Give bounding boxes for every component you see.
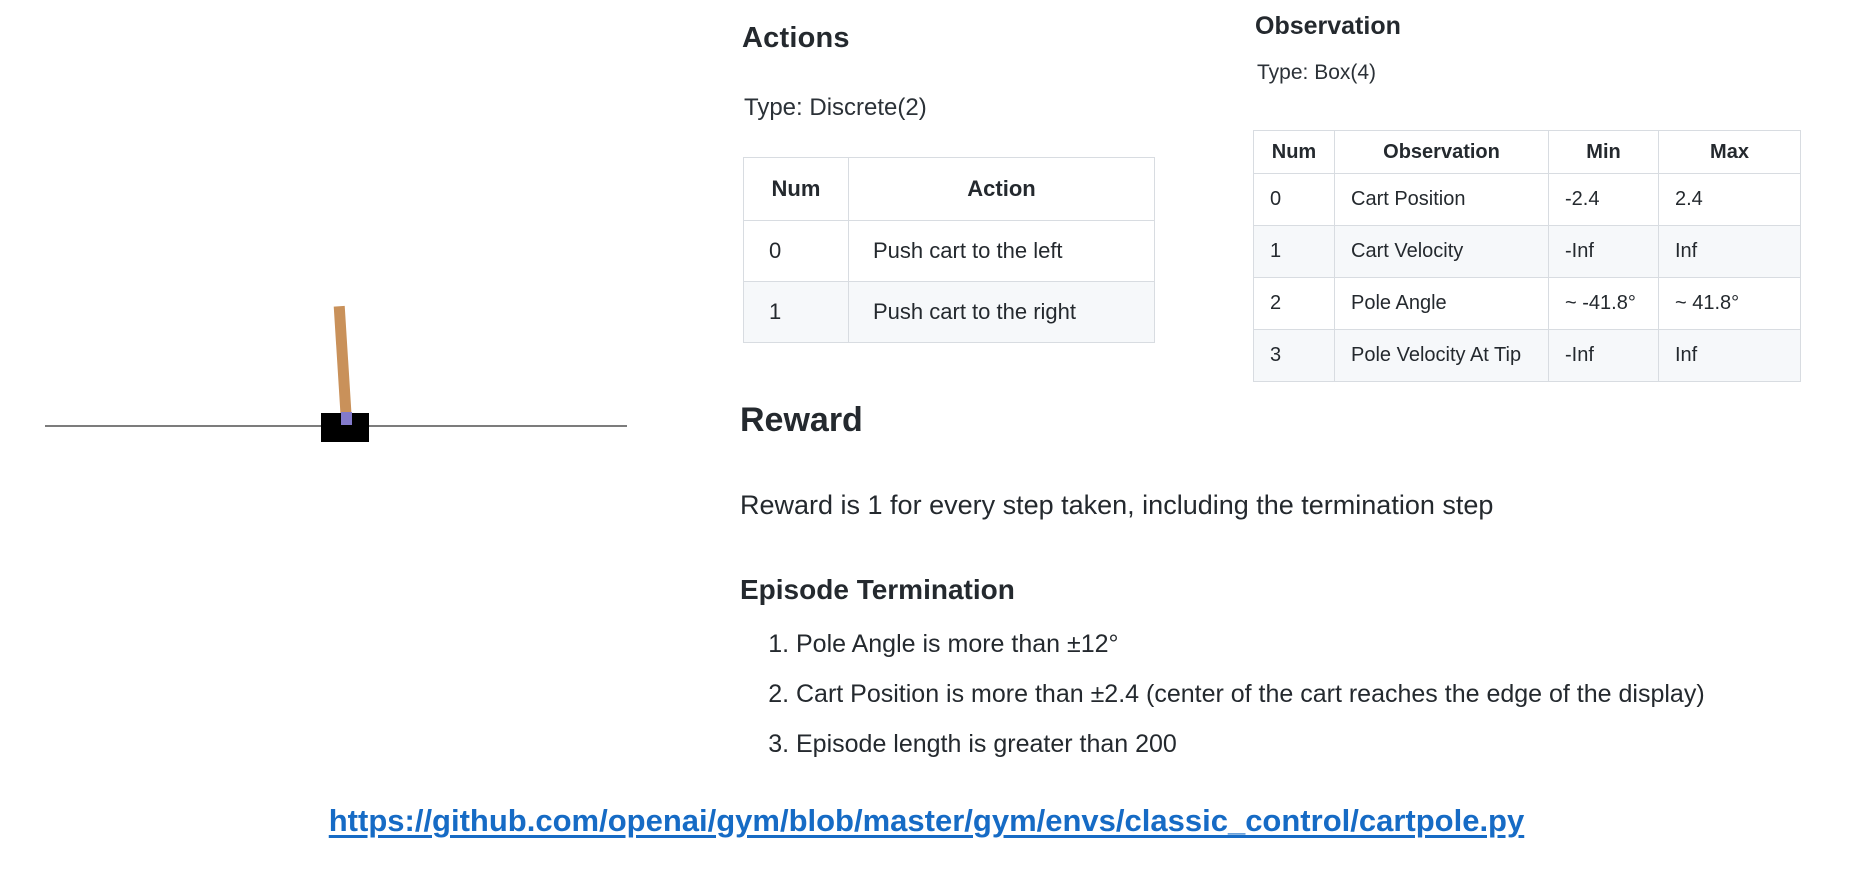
observation-header-observation: Observation <box>1334 130 1549 174</box>
cartpole-render <box>0 0 700 500</box>
observation-cell-num: 2 <box>1253 277 1335 330</box>
observation-cell-max: Inf <box>1658 329 1801 382</box>
actions-cell-action: Push cart to the right <box>848 281 1155 343</box>
observation-cell-num: 1 <box>1253 225 1335 278</box>
cartpole-axle <box>341 412 352 425</box>
actions-heading: Actions <box>742 22 850 54</box>
observation-cell-max: 2.4 <box>1658 173 1801 226</box>
observation-table-header-row: Num Observation Min Max <box>1253 130 1801 174</box>
actions-table-header-row: Num Action <box>743 157 1155 221</box>
reward-heading: Reward <box>740 401 863 439</box>
actions-cell-num: 1 <box>743 281 849 343</box>
observation-cell-num: 3 <box>1253 329 1335 382</box>
observation-cell-name: Pole Velocity At Tip <box>1334 329 1549 382</box>
cartpole-pole <box>333 305 352 423</box>
observation-cell-min: -2.4 <box>1548 173 1659 226</box>
actions-table: Num Action 0 Push cart to the left 1 Pus… <box>743 157 1155 343</box>
observation-header-num: Num <box>1253 130 1335 174</box>
github-cartpole-link[interactable]: https://github.com/openai/gym/blob/maste… <box>328 803 1525 838</box>
reward-text: Reward is 1 for every step taken, includ… <box>740 490 1494 520</box>
observation-type-label: Type: Box(4) <box>1257 61 1377 84</box>
actions-type-label: Type: Discrete(2) <box>744 94 927 121</box>
observation-cell-min: -Inf <box>1548 329 1659 382</box>
observation-cell-name: Cart Velocity <box>1334 225 1549 278</box>
observation-table-row: 1 Cart Velocity -Inf Inf <box>1253 225 1801 278</box>
observation-cell-name: Pole Angle <box>1334 277 1549 330</box>
observation-cell-max: Inf <box>1658 225 1801 278</box>
actions-cell-action: Push cart to the left <box>848 220 1155 282</box>
actions-table-row: 0 Push cart to the left <box>743 220 1155 282</box>
observation-table-row: 0 Cart Position -2.4 2.4 <box>1253 173 1801 226</box>
observation-cell-max: ~ 41.8° <box>1658 277 1801 330</box>
observation-table-row: 3 Pole Velocity At Tip -Inf Inf <box>1253 329 1801 382</box>
observation-cell-num: 0 <box>1253 173 1335 226</box>
episode-termination-list: Pole Angle is more than ±12° Cart Positi… <box>744 630 1705 780</box>
observation-cell-min: ~ -41.8° <box>1548 277 1659 330</box>
observation-table-row: 2 Pole Angle ~ -41.8° ~ 41.8° <box>1253 277 1801 330</box>
observation-table: Num Observation Min Max 0 Cart Position … <box>1253 130 1801 382</box>
actions-header-num: Num <box>743 157 849 221</box>
termination-item: Cart Position is more than ±2.4 (center … <box>796 680 1705 709</box>
termination-item: Episode length is greater than 200 <box>796 730 1705 759</box>
observation-cell-min: -Inf <box>1548 225 1659 278</box>
actions-cell-num: 0 <box>743 220 849 282</box>
actions-header-action: Action <box>848 157 1155 221</box>
actions-table-row: 1 Push cart to the right <box>743 281 1155 343</box>
observation-heading: Observation <box>1255 12 1401 40</box>
episode-termination-heading: Episode Termination <box>740 574 1015 605</box>
observation-header-max: Max <box>1658 130 1801 174</box>
termination-item: Pole Angle is more than ±12° <box>796 630 1705 659</box>
source-link-row: https://github.com/openai/gym/blob/maste… <box>0 803 1853 839</box>
observation-cell-name: Cart Position <box>1334 173 1549 226</box>
observation-header-min: Min <box>1548 130 1659 174</box>
